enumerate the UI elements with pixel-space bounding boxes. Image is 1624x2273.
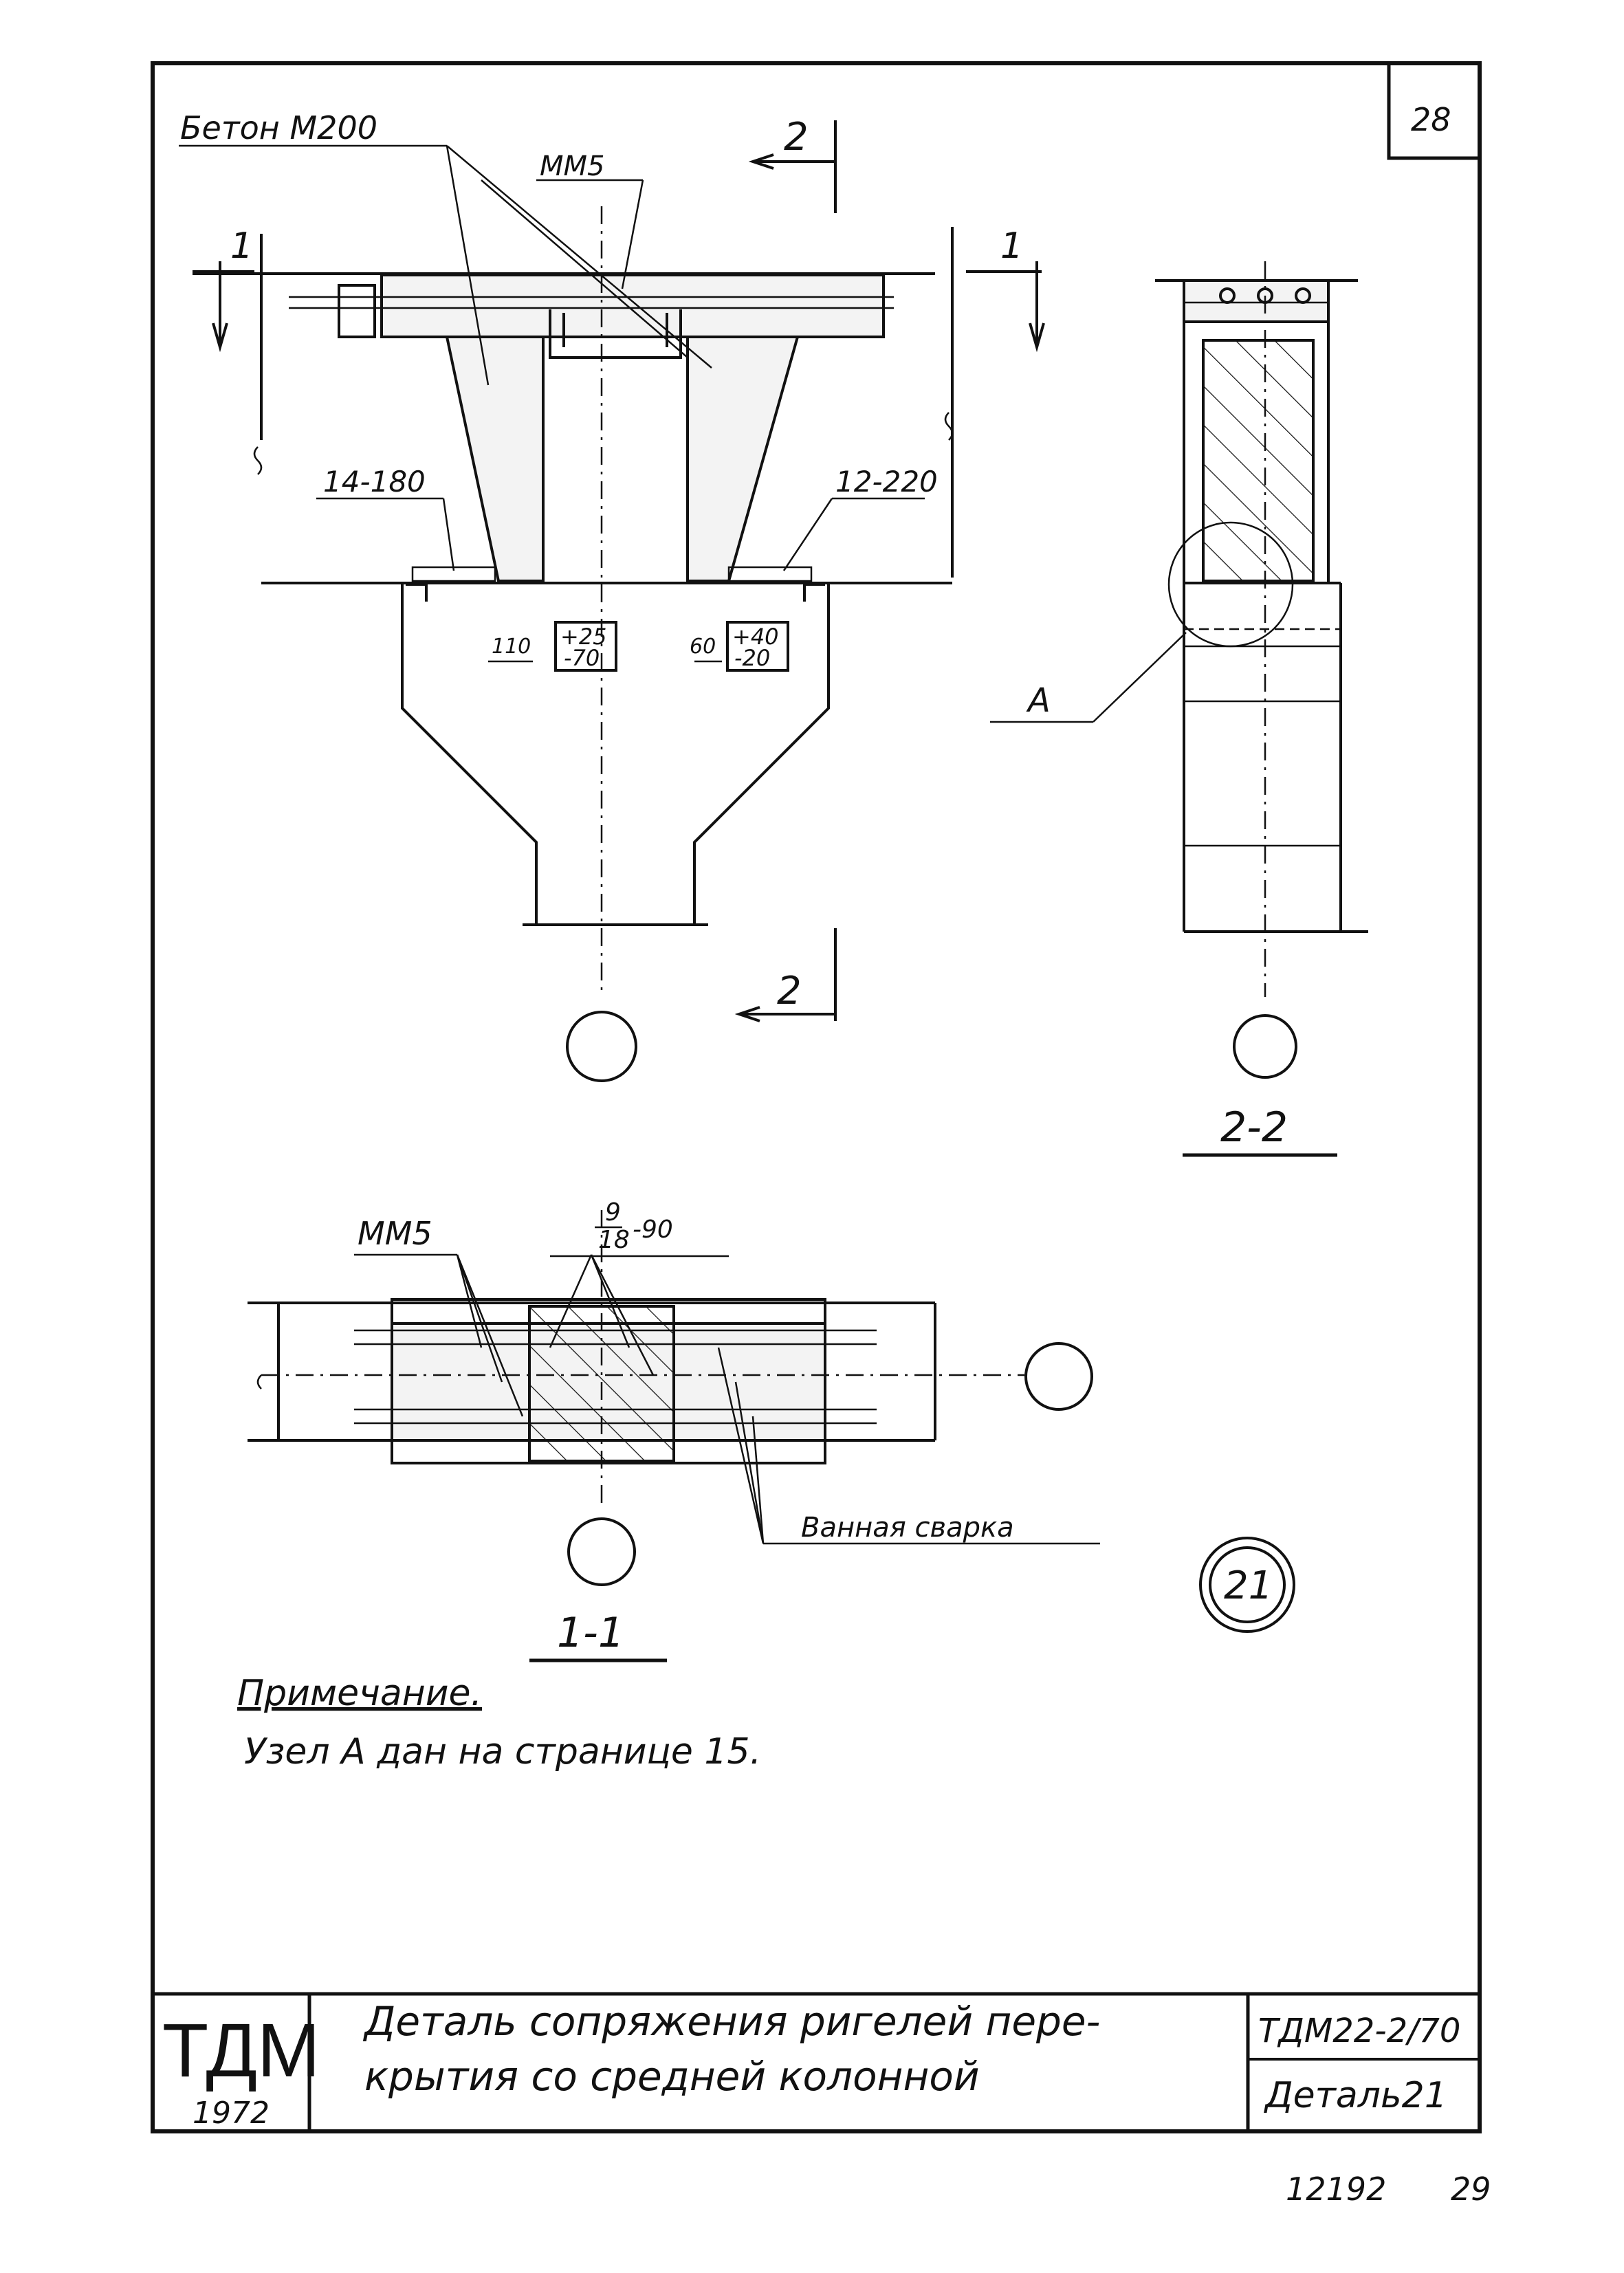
dim-left: 110 bbox=[492, 635, 531, 659]
note-text: Узел А дан на странице 15. bbox=[244, 1731, 761, 1772]
tol-right-bottom: -20 bbox=[734, 645, 770, 671]
main-elevation bbox=[193, 206, 954, 1082]
dim-right: 60 bbox=[690, 635, 716, 659]
leaders-main bbox=[179, 144, 925, 571]
tol-right-top: +40 bbox=[732, 624, 779, 650]
bars-left-label: 14-180 bbox=[323, 465, 426, 498]
concrete-label: Бетон М200 bbox=[180, 109, 377, 146]
title-code: ТДМ22-2/70 bbox=[1258, 2012, 1460, 2050]
note-title: Примечание. bbox=[237, 1673, 482, 1714]
title-year: 1972 bbox=[193, 2096, 270, 2131]
detail-circle-number: 21 bbox=[1224, 1563, 1273, 1608]
section-2-2-title: 2-2 bbox=[1220, 1103, 1288, 1152]
footer-inventory: 12192 bbox=[1286, 2171, 1386, 2208]
tol-left-bottom: -70 bbox=[564, 645, 600, 671]
footer-page: 29 bbox=[1451, 2171, 1491, 2208]
mm5-top-label: ММ5 bbox=[540, 151, 604, 182]
cut-markers bbox=[193, 120, 1045, 1022]
bars-right-label: 12-220 bbox=[835, 465, 938, 498]
section-2-2 bbox=[990, 261, 1368, 1157]
title-line-2: крытия со средней колонной bbox=[364, 2053, 980, 2100]
tol-left-top: +25 bbox=[560, 624, 607, 650]
title-block bbox=[153, 1992, 1480, 2131]
cut2-bottom-label: 2 bbox=[777, 969, 802, 1013]
title-line-1: Деталь сопряжения ригелей пере- bbox=[362, 1998, 1100, 2045]
section-1-1 bbox=[248, 1210, 1295, 1662]
title-org: ТДМ bbox=[162, 2008, 320, 2093]
sheet-number-box bbox=[1387, 63, 1480, 160]
weld-label: Ванная сварка bbox=[801, 1512, 1014, 1544]
cut1-right-label: 1 bbox=[1000, 226, 1023, 267]
section-1-1-title: 1-1 bbox=[557, 1609, 624, 1657]
frac-bottom: 18 bbox=[598, 1226, 630, 1254]
mm5-bottom-label: ММ5 bbox=[358, 1215, 432, 1252]
frac-tail: -90 bbox=[633, 1216, 673, 1244]
sheet-frame bbox=[151, 61, 1482, 2133]
cut1-left-label: 1 bbox=[230, 226, 253, 267]
title-detail: Деталь21 bbox=[1264, 2075, 1447, 2116]
sheet-number: 28 bbox=[1411, 101, 1451, 138]
cut2-top-label: 2 bbox=[784, 115, 809, 160]
node-a-label: А bbox=[1026, 681, 1051, 720]
frac-top: 9 bbox=[605, 1198, 621, 1227]
